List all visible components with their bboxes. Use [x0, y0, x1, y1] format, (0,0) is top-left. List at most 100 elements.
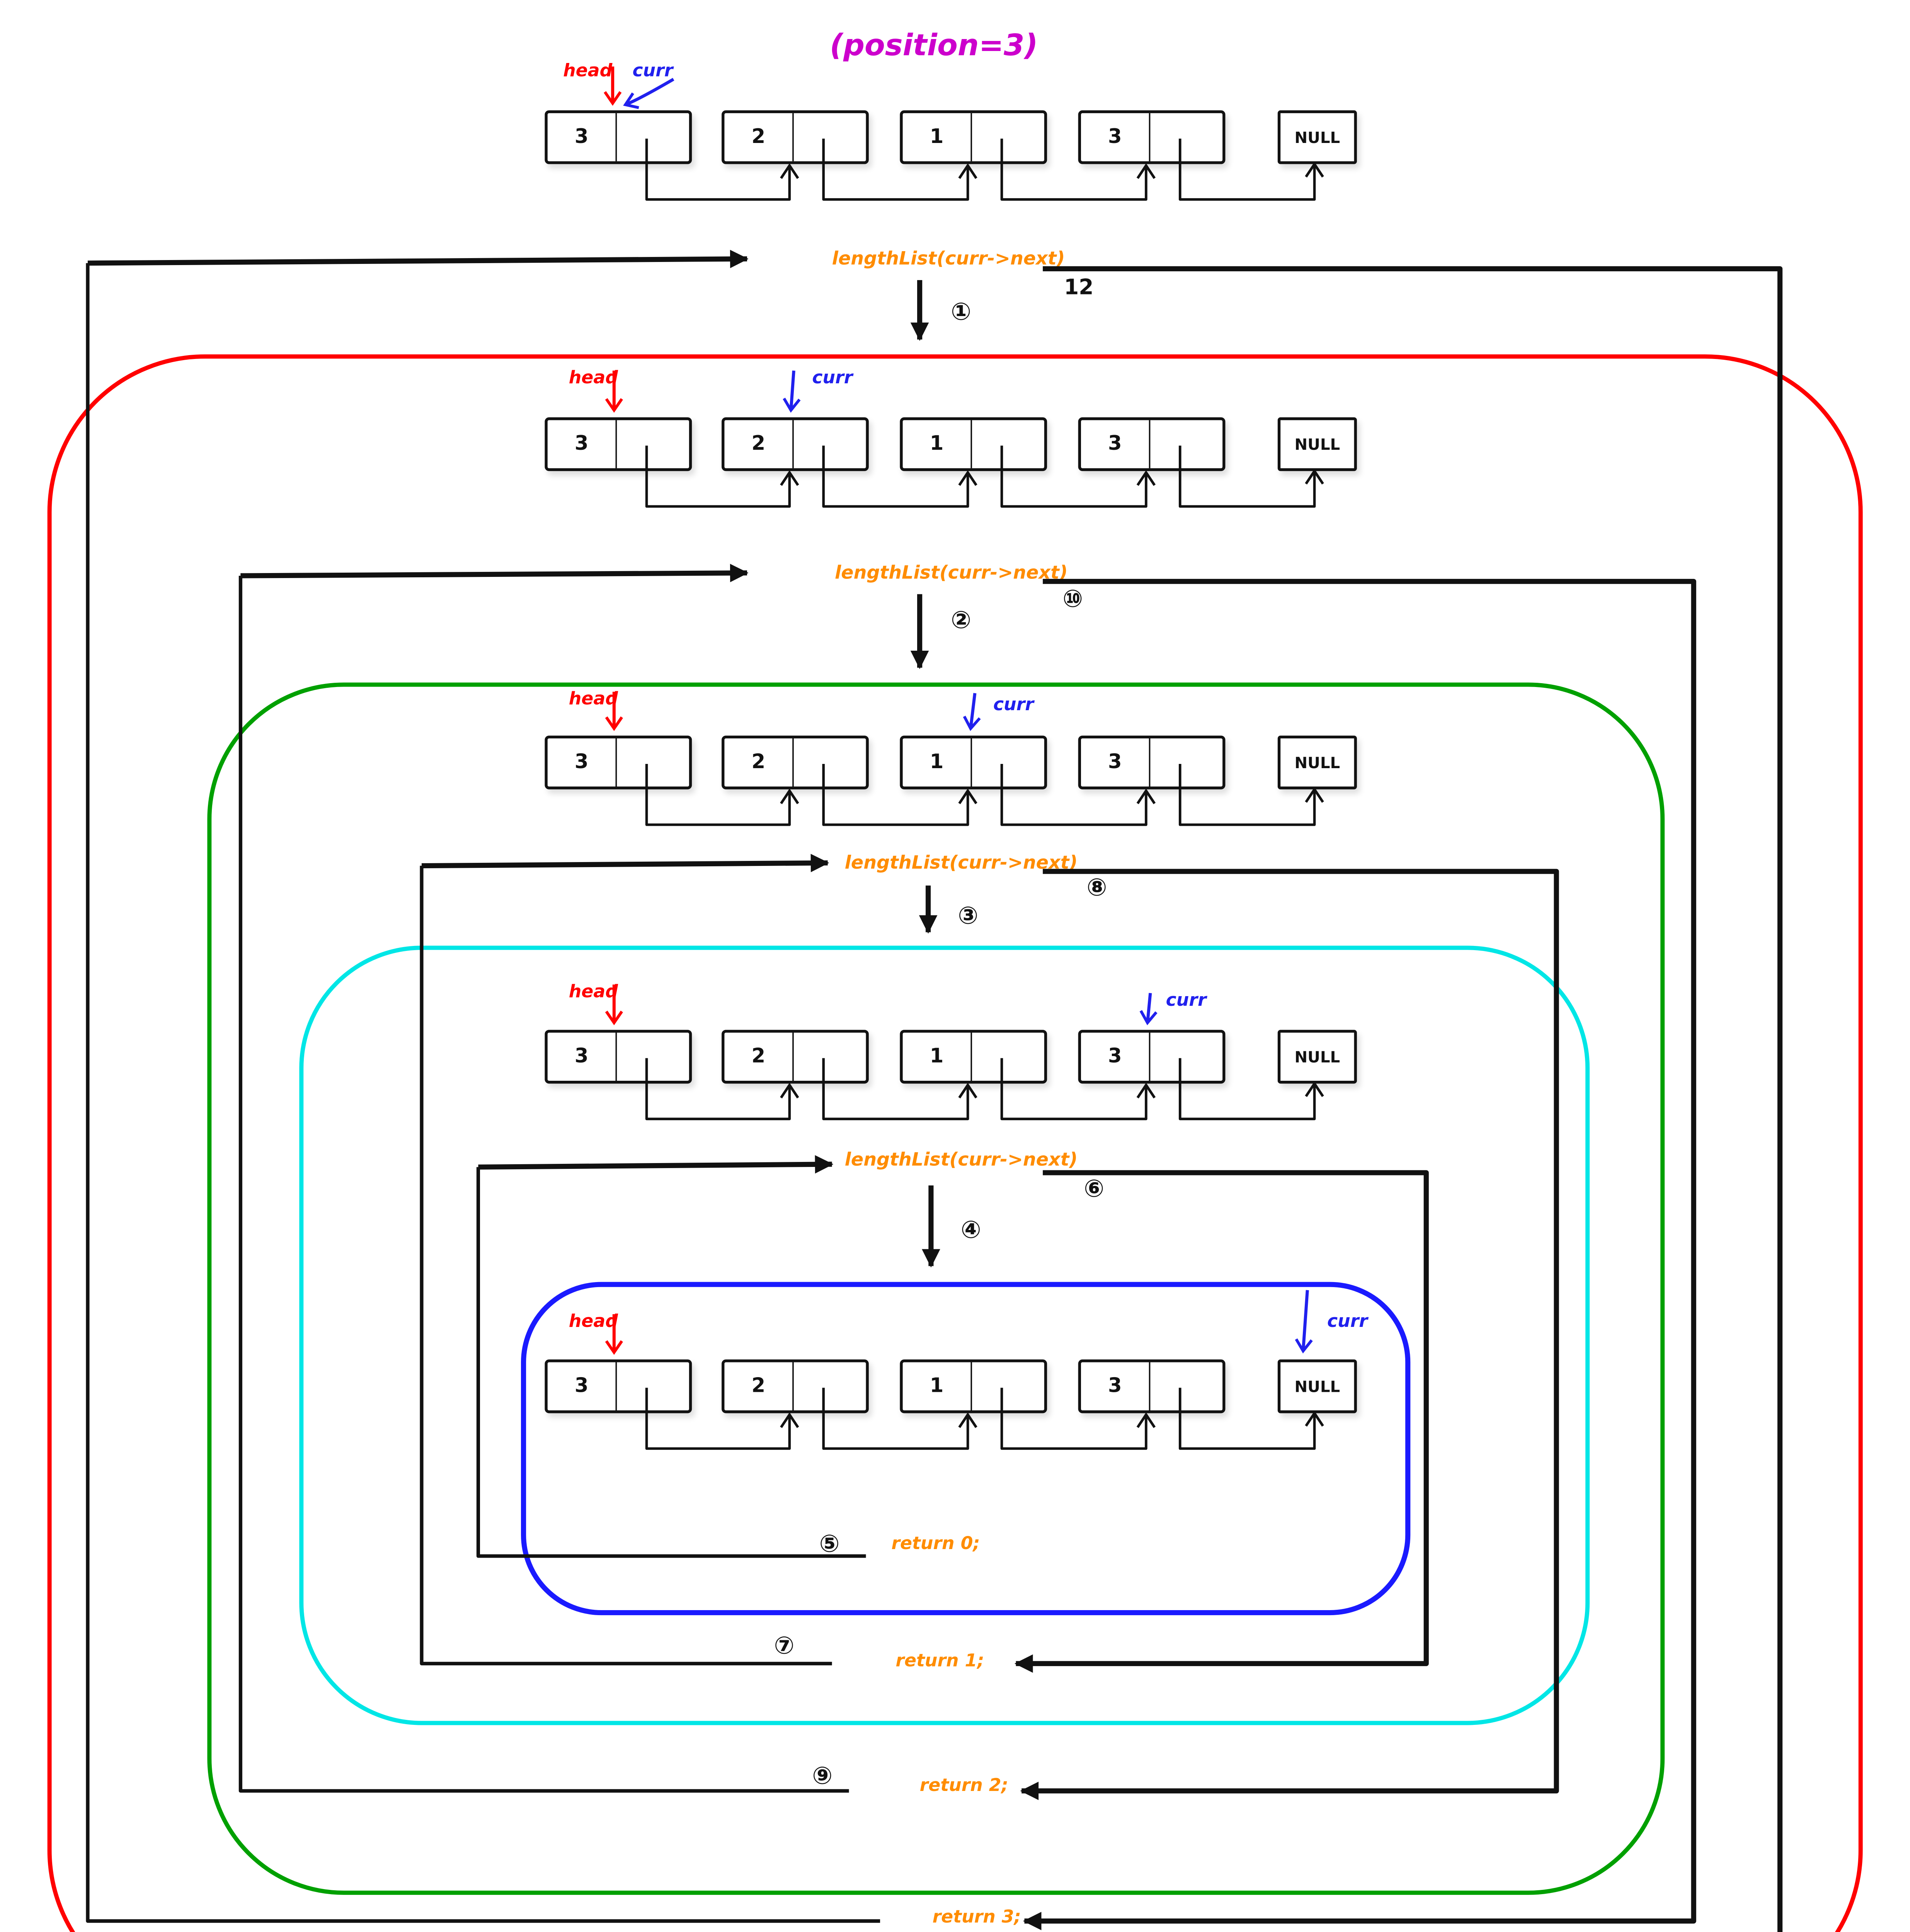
recursion-frame-red — [47, 354, 1863, 1932]
node-pointer-cell — [1150, 1362, 1222, 1410]
step-6: ⑥ — [1084, 1175, 1105, 1204]
curr-label: curr — [812, 366, 853, 388]
node-pointer-cell — [972, 1362, 1044, 1410]
node-value-cell: 2 — [724, 420, 794, 468]
node-pointer-cell — [1150, 1033, 1222, 1081]
node-pointer-cell — [617, 1362, 689, 1410]
call-label-1: lengthList(curr->next) — [832, 249, 1065, 270]
curr-label: curr — [632, 59, 673, 81]
node-value-cell: 3 — [1081, 113, 1151, 162]
node-value-cell: 3 — [548, 113, 617, 162]
return-route-left-0 — [86, 263, 880, 1923]
node-value-cell: 2 — [724, 1362, 794, 1411]
node-pointer-cell — [972, 1033, 1044, 1081]
curr-arrow — [623, 78, 674, 109]
step-10: ⑩ — [1062, 585, 1083, 614]
step-2: ② — [951, 607, 971, 635]
list-node: 1 — [900, 735, 1047, 789]
list-node: 3 — [545, 735, 692, 789]
return-1-label: return 1; — [895, 1649, 984, 1671]
node-value-cell: 2 — [724, 738, 794, 787]
node-value-cell: 3 — [548, 420, 617, 468]
node-value-cell: 2 — [724, 113, 794, 162]
list-node: 1 — [900, 110, 1047, 164]
call-in-line-1 — [240, 564, 749, 582]
curr-arrow — [1139, 993, 1158, 1026]
node-value-cell: 3 — [1081, 1032, 1151, 1081]
node-value-cell: 3 — [548, 738, 617, 787]
node-pointer-cell — [794, 738, 866, 786]
return-route-right-3 — [1014, 1170, 1429, 1673]
head-label: head — [563, 59, 613, 81]
node-pointer-cell — [617, 738, 689, 786]
node-pointer-cell — [794, 1033, 866, 1081]
node-value-cell: 2 — [724, 1032, 794, 1081]
list-node: 3 — [1078, 735, 1226, 789]
node-pointer-cell — [1150, 420, 1222, 468]
step-5: ⑤ — [819, 1531, 840, 1559]
list-node: 2 — [722, 735, 869, 789]
list-node: 3 — [1078, 1359, 1226, 1413]
step-4: ④ — [960, 1216, 981, 1245]
node-value-cell: 3 — [548, 1362, 617, 1411]
node-pointer-cell — [617, 1033, 689, 1081]
recursion-frame-blue — [521, 1282, 1411, 1616]
call-in-line-2 — [421, 854, 829, 872]
node-pointer-cell — [617, 420, 689, 468]
list-node: 2 — [722, 1030, 869, 1084]
node-value-cell: 3 — [548, 1032, 617, 1081]
curr-label: curr — [993, 693, 1034, 714]
list-node: 1 — [900, 1030, 1047, 1084]
list-node: 1 — [900, 1359, 1047, 1413]
curr-label: curr — [1327, 1310, 1368, 1332]
node-pointer-cell — [972, 420, 1044, 468]
curr-label: curr — [1166, 989, 1207, 1010]
return-route-right-0 — [1043, 266, 1783, 1932]
diagram-title: (position=3) — [829, 28, 1038, 63]
node-value-cell: 1 — [903, 1362, 972, 1411]
step-11: 11 — [858, 1930, 887, 1932]
node-value-cell: 3 — [1081, 738, 1151, 787]
node-value-cell: 1 — [903, 738, 972, 787]
node-pointer-cell — [972, 738, 1044, 786]
node-pointer-cell — [1150, 738, 1222, 786]
head-label: head — [569, 687, 618, 709]
null-box: NULL — [1277, 1359, 1357, 1413]
return-0-label: return 0; — [891, 1532, 980, 1553]
list-node: 3 — [545, 1359, 692, 1413]
null-box: NULL — [1277, 110, 1357, 164]
node-value-cell: 1 — [903, 113, 972, 162]
call-label-3: lengthList(curr->next) — [844, 853, 1078, 874]
head-label: head — [569, 980, 618, 1002]
list-node: 3 — [1078, 1030, 1226, 1084]
node-value-cell: 1 — [903, 420, 972, 468]
return-3-label: return 3; — [932, 1905, 1021, 1927]
list-node: 3 — [1078, 417, 1226, 471]
node-pointer-cell — [617, 113, 689, 161]
list-node: 2 — [722, 1359, 869, 1413]
node-pointer-cell — [1150, 113, 1222, 161]
null-box: NULL — [1277, 1030, 1357, 1084]
step-12: 12 — [1064, 274, 1094, 300]
node-value-cell: 1 — [903, 1032, 972, 1081]
curr-arrow — [1295, 1290, 1313, 1354]
list-node: 2 — [722, 417, 869, 471]
list-node: 3 — [545, 110, 692, 164]
curr-arrow — [783, 370, 801, 413]
list-node: 1 — [900, 417, 1047, 471]
list-node: 3 — [1078, 110, 1226, 164]
list-node: 2 — [722, 110, 869, 164]
call-label-2: lengthList(curr->next) — [834, 563, 1068, 584]
step-7: ⑦ — [774, 1632, 795, 1661]
step-1: ① — [951, 298, 971, 327]
curr-arrow — [963, 693, 981, 731]
return-route-left-2 — [420, 866, 832, 1665]
call-in-line-3 — [478, 1155, 834, 1174]
list-node: 3 — [545, 417, 692, 471]
call-in-line-0 — [87, 250, 749, 269]
call-label-4: lengthList(curr->next) — [844, 1150, 1078, 1172]
head-label: head — [569, 366, 618, 388]
node-pointer-cell — [794, 1362, 866, 1410]
